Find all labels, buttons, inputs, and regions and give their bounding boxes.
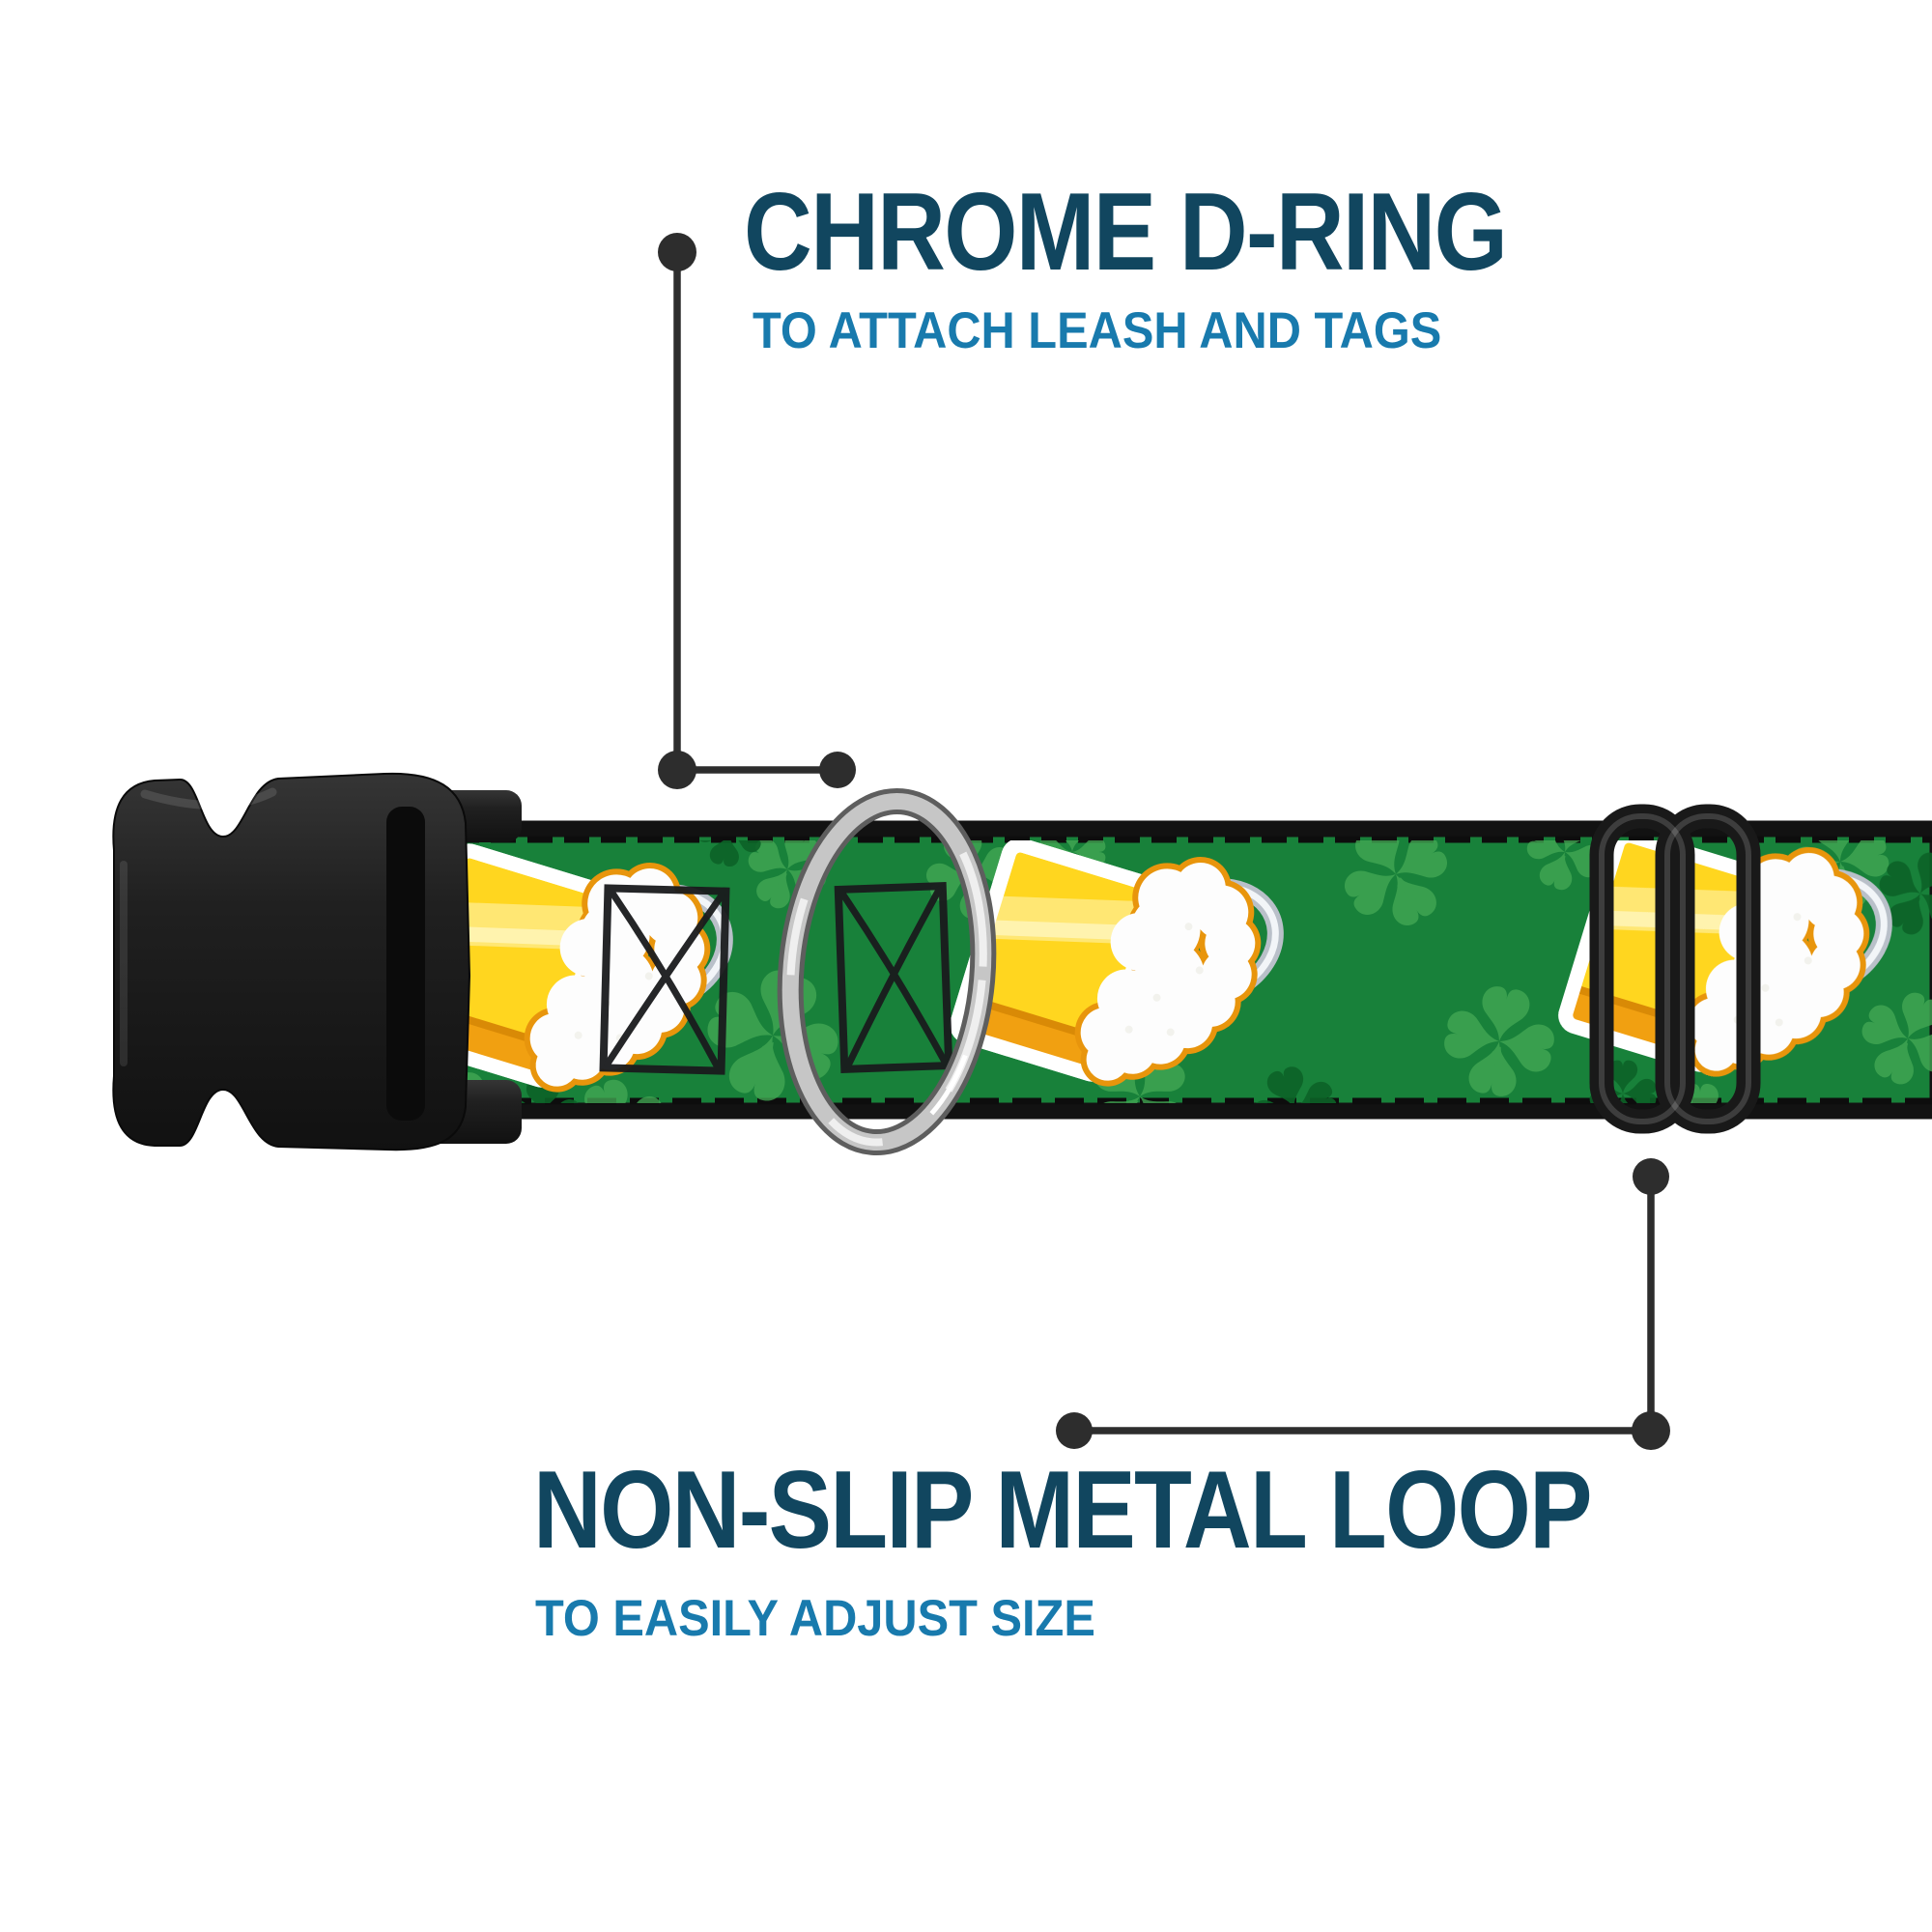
dring-callout-dots: [658, 233, 856, 789]
callout-dot: [819, 752, 856, 788]
callout-dot: [658, 751, 696, 789]
callout-dot: [1056, 1412, 1093, 1449]
loop-callout-title: NON-SLIP METAL LOOP: [533, 1449, 1593, 1572]
dring-callout-title: CHROME D-RING: [744, 171, 1508, 294]
buckle: [112, 772, 522, 1151]
dring-callout-lines: [673, 252, 838, 774]
loop-callout-lines: [1074, 1177, 1655, 1435]
loop-callout-subtitle: TO EASILY ADJUST SIZE: [535, 1590, 1095, 1647]
callout-dot: [1633, 1158, 1669, 1195]
metal-loop: [1589, 804, 1761, 1134]
stitch-box: [834, 882, 953, 1073]
collar-webbing: [401, 820, 1932, 1120]
callout-dot: [658, 233, 696, 271]
stitch-box: [599, 884, 730, 1075]
callout-dot: [1632, 1411, 1670, 1450]
loop-callout-dots: [1056, 1158, 1670, 1450]
d-ring: [777, 787, 997, 1156]
dring-callout-subtitle: TO ATTACH LEASH AND TAGS: [753, 302, 1442, 359]
